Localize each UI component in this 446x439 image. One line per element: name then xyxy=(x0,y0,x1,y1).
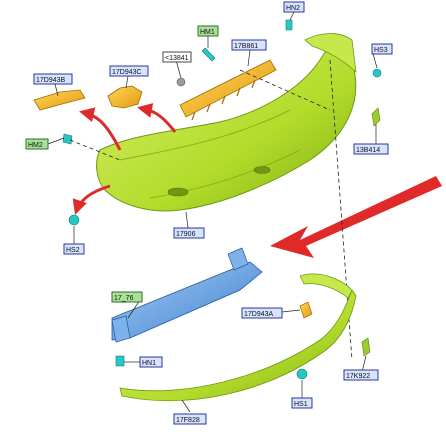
label-17906-text: 17906 xyxy=(176,231,196,238)
assembly-dash-1 xyxy=(329,59,353,361)
red-arrow-to-17D943C xyxy=(137,102,177,133)
bumper-cover-17906 xyxy=(96,33,357,212)
label-17B861: 17B861 xyxy=(231,39,267,51)
label-HS3-text: HS3 xyxy=(374,47,388,54)
label-17K922-text: 17K922 xyxy=(346,373,370,380)
label-HS3: HS3 xyxy=(371,43,393,55)
label-17_76: 17_76 xyxy=(111,291,143,303)
label-17K922: 17K922 xyxy=(343,369,379,381)
label-HM1-text: HM1 xyxy=(200,29,215,36)
label-HS2: HS2 xyxy=(63,243,85,255)
label-HS1-text: HS1 xyxy=(294,401,308,408)
label-17D943B-text: 17D943B xyxy=(36,77,66,84)
reflector-13B414 xyxy=(371,107,381,127)
lower-trim-17F828 xyxy=(119,273,357,402)
label-17B861-text: 17B861 xyxy=(234,43,258,50)
fastener-HM1 xyxy=(201,47,216,62)
label-17_76-text: 17_76 xyxy=(114,295,134,302)
leader-lines xyxy=(47,11,378,413)
red-arrow-to-HS2 xyxy=(72,184,111,215)
bracket-17D943A xyxy=(299,301,313,319)
fastener-HN1 xyxy=(115,355,125,367)
bracket-17D943B xyxy=(33,89,86,111)
label-13841-text: <13841 xyxy=(165,55,189,62)
label-HM1: HM1 xyxy=(197,25,219,37)
label-HN1-text: HN1 xyxy=(142,360,156,367)
screw-13841 xyxy=(176,77,186,87)
label-17D943A: 17D943A xyxy=(241,307,283,319)
assembly-dash-2 xyxy=(239,69,331,111)
bracket-17B861 xyxy=(179,59,277,121)
label-HS1: HS1 xyxy=(291,397,313,409)
label-HM2: HM2 xyxy=(25,138,49,150)
fastener-HN2 xyxy=(285,19,293,31)
label-HN2-text: HN2 xyxy=(286,5,300,12)
red-arrow-to-17D943B xyxy=(79,107,122,151)
bracket-17D943C xyxy=(107,85,143,109)
fastener-HS2 xyxy=(68,214,80,226)
label-HS2-text: HS2 xyxy=(66,247,80,254)
label-HM2-text: HM2 xyxy=(28,142,43,149)
label-13B414: 13B414 xyxy=(353,143,389,155)
label-HN2: HN2 xyxy=(283,1,305,13)
fastener-HS3 xyxy=(372,68,382,78)
clip-17K922 xyxy=(361,337,371,357)
label-13B414-text: 13B414 xyxy=(356,147,380,154)
label-17D943C: 17D943C xyxy=(109,65,149,77)
label-17D943A-text: 17D943A xyxy=(244,311,274,318)
label-17D943B: 17D943B xyxy=(33,73,73,85)
big-red-arrow xyxy=(270,176,442,258)
fastener-HM2 xyxy=(62,133,73,145)
label-17D943C-text: 17D943C xyxy=(112,69,142,76)
label-17906: 17906 xyxy=(173,227,205,239)
label-13841: <13841 xyxy=(162,51,192,63)
label-17F828-text: 17F828 xyxy=(176,417,200,424)
label-17F828: 17F828 xyxy=(173,413,207,425)
label-HN1: HN1 xyxy=(139,356,163,368)
assembly-dash-3 xyxy=(69,139,121,161)
fastener-HS1 xyxy=(296,368,308,380)
reinforcement-beam-17_76 xyxy=(111,247,263,343)
